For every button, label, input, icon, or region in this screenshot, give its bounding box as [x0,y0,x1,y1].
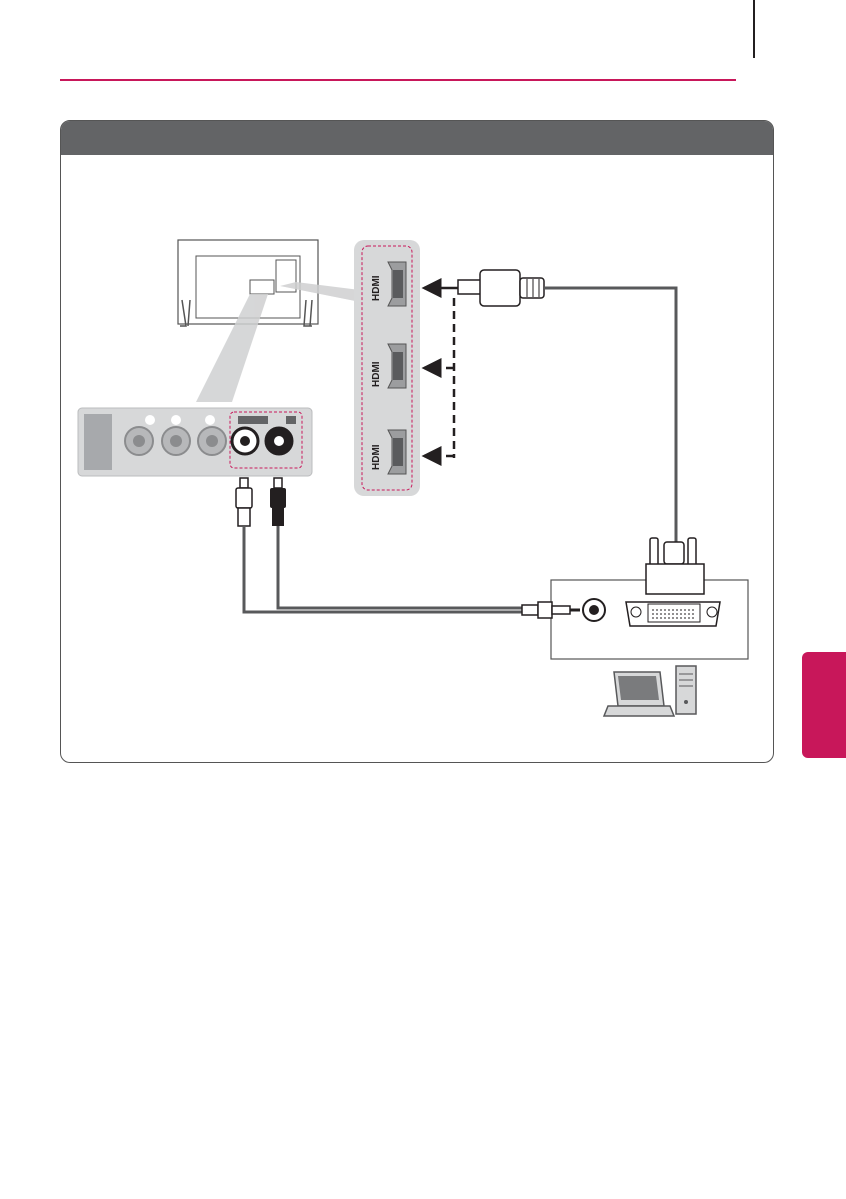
audio-cable [244,526,524,612]
rca-plug-white [236,478,252,526]
hdmi-cable-plug [458,270,544,306]
hdmi-arrows [424,288,462,458]
hdmi-label-3: HDMI [371,444,382,470]
hdmi-dvi-cable [544,288,676,548]
laptop-icon [604,672,674,716]
desktop-tower-icon [676,666,696,714]
rca-plug-black [270,478,286,526]
hdmi-label-2: HDMI [371,361,382,387]
hdmi-port-panel: HDMI HDMI HDMI [354,240,420,496]
hdmi-label-1: HDMI [371,275,382,301]
av-input-panel [78,408,312,476]
